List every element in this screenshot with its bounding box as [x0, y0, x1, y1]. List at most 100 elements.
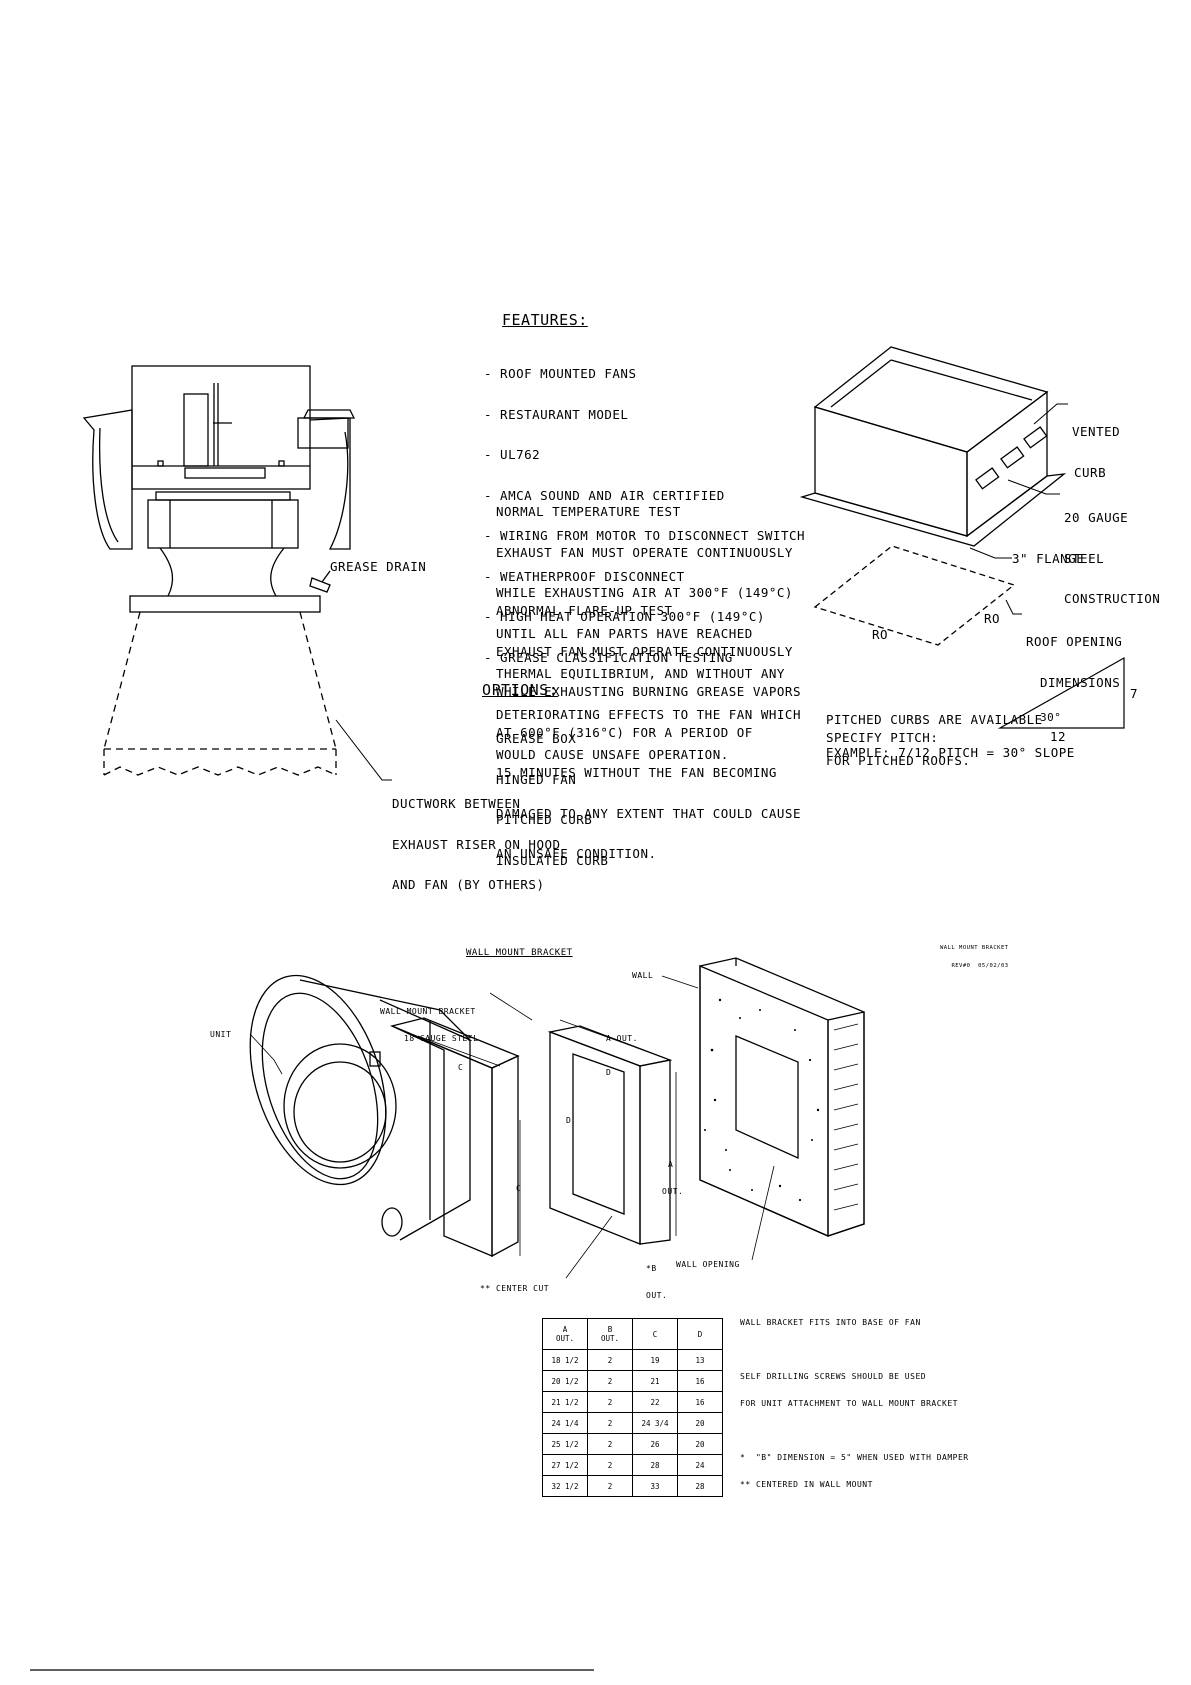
cell-c: 21	[632, 1370, 678, 1392]
cell-d: 16	[677, 1370, 723, 1392]
pitched-line: FOR PITCHED ROOFS.	[826, 752, 971, 768]
option-item: INSULATED CURB	[496, 852, 609, 868]
feature-item: - ROOF MOUNTED FANS	[484, 366, 637, 381]
cell-a: 32 1/2	[542, 1475, 588, 1497]
normal-test-line: EXHAUST FAN MUST OPERATE CONTINUOUSLY	[496, 544, 793, 560]
ductwork-line: DUCTWORK BETWEEN	[392, 796, 521, 811]
table-row: 21 1/2 2 22 16	[542, 1391, 723, 1413]
abnormal-test-line: 15 MINUTES WITHOUT THE FAN BECOMING	[496, 765, 777, 780]
upblast-fan-elevation	[82, 365, 356, 613]
header-c: C	[632, 1318, 678, 1350]
abnormal-test-line: DAMAGED TO ANY EXTENT THAT COULD CAUSE	[496, 805, 801, 821]
flange-label: 3" FLANGE	[1012, 551, 1085, 566]
cell-b: 2	[587, 1391, 633, 1413]
dim-c-side: C	[516, 1184, 522, 1193]
vented-curb-line: VENTED	[1072, 424, 1121, 439]
grease-drain-label: GREASE DRAIN	[330, 559, 427, 574]
wall-mount-corner-note: WALL MOUNT BRACKET REV#0 05/02/03	[940, 933, 1009, 975]
wall-mount-plate	[389, 1017, 520, 1258]
unit-label: UNIT	[210, 1030, 232, 1039]
roof-opening-line: DIMENSIONS	[1040, 674, 1121, 690]
feature-item: - AMCA SOUND AND AIR CERTIFIED	[484, 487, 725, 503]
note-line	[740, 1345, 969, 1354]
pitch-example: EXAMPLE: 7/12 PITCH = 30° SLOPE	[826, 745, 1075, 760]
table-row: 25 1/2 2 26 20	[542, 1433, 723, 1455]
feature-item: - GREASE CLASSIFICATION TESTING	[484, 649, 733, 665]
dim-c-top: C	[458, 1063, 464, 1072]
pitch-run: 12	[1050, 729, 1067, 744]
vented-curb-label: VENTED CURB	[1072, 398, 1120, 493]
pitched-curbs-note: PITCHED CURBS ARE AVAILABLE FOR PITCHED …	[826, 686, 1043, 781]
note-line: * "B" DIMENSION = 5" WHEN USED WITH DAMP…	[740, 1453, 969, 1462]
dim-a-out-vertical: A OUT.	[662, 1142, 683, 1205]
pitch-rise: 7	[1130, 686, 1139, 701]
abnormal-test-line: ABNORMAL FLARE-UP TEST	[496, 603, 673, 618]
pitched-line: PITCHED CURBS ARE AVAILABLE	[826, 712, 1043, 727]
roof-opening-ro-label: RO	[984, 611, 1001, 626]
cell-c: 19	[632, 1349, 678, 1371]
cell-a: 18 1/2	[542, 1349, 588, 1371]
cell-a: 24 1/4	[542, 1412, 588, 1434]
cell-a: 20 1/2	[542, 1370, 588, 1392]
cell-d: 13	[677, 1349, 723, 1371]
note-line: SELF DRILLING SCREWS SHOULD BE USED	[740, 1372, 927, 1381]
ductwork-line: AND FAN (BY OTHERS)	[392, 877, 545, 892]
pitch-triangle	[997, 656, 1125, 729]
option-item: GREASE BOX	[496, 731, 577, 746]
wall-block	[699, 957, 865, 1237]
features-title: FEATURES:	[502, 311, 588, 329]
wall-mount-title: WALL MOUNT BRACKET	[466, 948, 573, 958]
dim-b-out: *B OUT.	[646, 1246, 667, 1309]
ductwork-label: DUCTWORK BETWEEN EXHAUST RISER ON HOOD A…	[392, 770, 561, 905]
wall-opening-label: WALL OPENING	[676, 1260, 740, 1269]
normal-test-line: NORMAL TEMPERATURE TEST	[496, 504, 681, 519]
cell-b: 2	[587, 1433, 633, 1455]
header-a-out: A OUT.	[542, 1318, 588, 1350]
note-line: ** CENTERED IN WALL MOUNT	[740, 1480, 873, 1489]
normal-temperature-test: NORMAL TEMPERATURE TEST EXHAUST FAN MUST…	[496, 478, 801, 775]
feature-item: - WEATHERPROOF DISCONNECT	[484, 568, 685, 584]
table-row: 20 1/2 2 21 16	[542, 1370, 723, 1392]
bracket-line: WALL MOUNT BRACKET	[380, 1007, 476, 1016]
note-line: WALL BRACKET FITS INTO BASE OF FAN	[740, 1318, 921, 1327]
cell-a: 27 1/2	[542, 1454, 588, 1476]
cell-c: 28	[632, 1454, 678, 1476]
option-item: PITCHED CURB	[496, 812, 593, 827]
option-item: HINGED FAN	[496, 771, 577, 787]
vented-curb-iso	[799, 346, 1067, 547]
cell-d: 28	[677, 1475, 723, 1497]
wall-mount-notes: WALL BRACKET FITS INTO BASE OF FAN SELF …	[740, 1300, 969, 1498]
abnormal-test-line: WHILE EXHAUSTING BURNING GREASE VAPORS	[496, 684, 801, 699]
wall-label: WALL	[632, 971, 654, 980]
steel-line: STEEL	[1064, 550, 1105, 566]
table-row: 32 1/2 2 33 28	[542, 1475, 723, 1497]
cell-d: 20	[677, 1433, 723, 1455]
feature-item: - HIGH HEAT OPERATION 300°F (149°C)	[484, 609, 765, 624]
dim-d-top: D	[606, 1068, 612, 1077]
specify-pitch: SPECIFY PITCH:	[826, 730, 939, 745]
roof-opening-label: ROOF OPENING DIMENSIONS	[1026, 608, 1122, 703]
cell-b: 2	[587, 1349, 633, 1371]
abnormal-test-line: AN UNSAFE CONDITION.	[496, 846, 657, 861]
ductwork-line: EXHAUST RISER ON HOOD	[392, 836, 561, 852]
abnormal-test-line: AT 600°F (316°C) FOR A PERIOD OF	[496, 724, 753, 740]
roof-opening-line: ROOF OPENING	[1026, 634, 1123, 649]
feature-item: - RESTAURANT MODEL	[484, 406, 629, 422]
dim-line: OUT.	[662, 1187, 684, 1196]
feature-item: - UL762	[484, 447, 541, 462]
wall-mount-fan-unit	[249, 974, 471, 1241]
bracket-label: WALL MOUNT BRACKET 18 GAUGE STEEL	[380, 989, 478, 1052]
normal-test-line: THERMAL EQUILIBRIUM, AND WITHOUT ANY	[496, 666, 785, 681]
cell-b: 2	[587, 1454, 633, 1476]
dim-d-side: D	[566, 1116, 572, 1125]
table-row: 27 1/2 2 28 24	[542, 1454, 723, 1476]
ductwork-dashed	[103, 611, 337, 776]
header-d: D	[677, 1318, 723, 1350]
steel-line: CONSTRUCTION	[1064, 591, 1161, 606]
center-cut-label: ** CENTER CUT	[480, 1284, 550, 1293]
dim-line: OUT.	[646, 1291, 668, 1300]
cell-b: 2	[587, 1370, 633, 1392]
note-line: FOR UNIT ATTACHMENT TO WALL MOUNT BRACKE…	[740, 1399, 958, 1408]
note-line	[740, 1426, 969, 1435]
